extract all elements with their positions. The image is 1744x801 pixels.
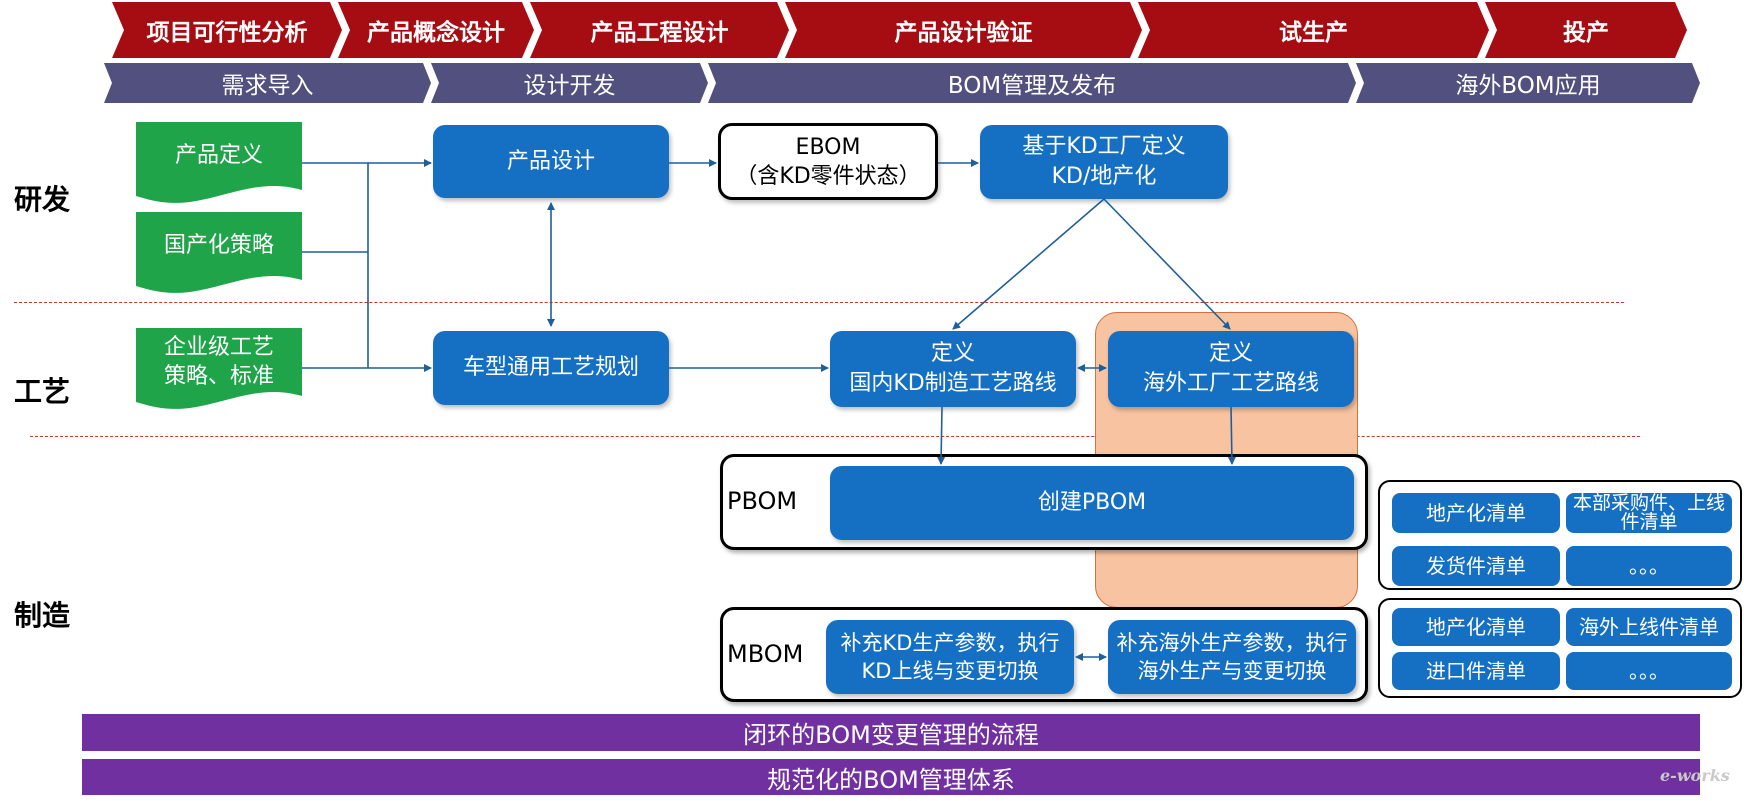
- pbom-lists-panel: [1378, 480, 1742, 590]
- mbom-list-imported: 进口件清单: [1392, 652, 1560, 690]
- phase-feasibility: 项目可行性分析: [146, 20, 308, 46]
- phase-4-shape: [785, 2, 1142, 58]
- phase-chevrons: [104, 2, 1700, 103]
- subphase-3-shape: [708, 63, 1356, 103]
- subphase-requirements: 需求导入: [221, 73, 314, 99]
- node-kd-define: 基于KD工厂定义 KD/地产化: [980, 125, 1228, 199]
- phase-concept: 产品概念设计: [367, 20, 505, 46]
- watermark-logo: e-works: [1660, 766, 1730, 785]
- phase-3-shape: [530, 2, 789, 58]
- localization-strategy-shape: [136, 212, 302, 293]
- phase-trial-production: 试生产: [1279, 20, 1348, 46]
- lane-divider-2: [30, 436, 1640, 437]
- pbom-list-hq-purchase: 本部采购件、上线 件清单: [1566, 493, 1732, 533]
- mbom-overseas-switch: 补充海外生产参数，执行 海外生产与变更切换: [1108, 620, 1356, 694]
- phase-5-shape: [1138, 2, 1489, 58]
- lane-label-manufacturing: 制造: [14, 599, 71, 632]
- input-enterprise-process: 企业级工艺 策略、标准: [163, 335, 274, 389]
- pbom-label: PBOM: [727, 487, 798, 515]
- node-ebom: EBOM （含KD零件状态）: [718, 123, 938, 200]
- mbom-list-overseas-line: 海外上线件清单: [1566, 608, 1732, 646]
- node-vehicle-process: 车型通用工艺规划: [433, 331, 669, 405]
- band-closed-loop-change: 闭环的BOM变更管理的流程: [82, 714, 1700, 751]
- subphase-design: 设计开发: [523, 73, 616, 99]
- node-domestic-route: 定义 国内KD制造工艺路线: [830, 331, 1076, 407]
- node-overseas-route: 定义 海外工厂工艺路线: [1108, 331, 1354, 407]
- product-definition-shape: [136, 122, 302, 203]
- pbom-list-shipping: 发货件清单: [1392, 546, 1560, 586]
- mbom-list-more: 。。。: [1566, 652, 1732, 690]
- mbom-list-localization: 地产化清单: [1392, 608, 1560, 646]
- band-bom-system: 规范化的BOM管理体系: [82, 759, 1700, 795]
- phase-engineering: 产品工程设计: [590, 20, 729, 46]
- subphase-4-shape: [1356, 63, 1700, 103]
- subphase-bom-release: BOM管理及发布: [947, 73, 1117, 99]
- node-product-design: 产品设计: [433, 125, 669, 198]
- enterprise-process-shape: [136, 328, 302, 409]
- phase-1-shape: [112, 2, 342, 58]
- phase-2-shape: [338, 2, 534, 58]
- phase-validation: 产品设计验证: [894, 20, 1033, 46]
- phase-production: 投产: [1563, 20, 1609, 46]
- pbom-list-localization: 地产化清单: [1392, 493, 1560, 533]
- pbom-list-more: 。。。: [1566, 546, 1732, 586]
- lane-label-process: 工艺: [14, 375, 71, 408]
- subphase-1-shape: [104, 63, 431, 103]
- lane-divider-1: [14, 302, 1624, 303]
- lane-label-rd: 研发: [14, 183, 71, 216]
- subphase-2-shape: [431, 63, 708, 103]
- mbom-lists-panel: [1378, 598, 1742, 698]
- phase-6-shape: [1485, 2, 1687, 58]
- mbom-kd-switch: 补充KD生产参数，执行 KD上线与变更切换: [826, 620, 1074, 694]
- create-pbom: 创建PBOM: [830, 466, 1354, 540]
- subphase-overseas-bom: 海外BOM应用: [1455, 73, 1601, 99]
- input-product-definition: 产品定义: [174, 142, 263, 168]
- input-localization-strategy: 国产化策略: [163, 232, 274, 258]
- mbom-label: MBOM: [727, 640, 804, 668]
